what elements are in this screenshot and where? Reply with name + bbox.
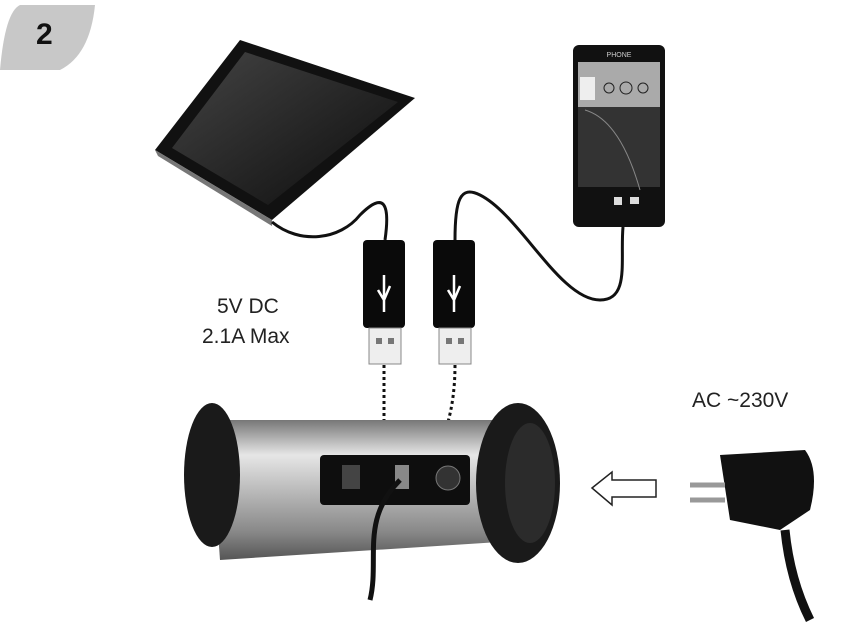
smartphone: PHONE (573, 45, 665, 227)
ac-input-label: AC ~230V (692, 389, 789, 412)
phone-usb-cable (453, 190, 625, 302)
usb-connection-dotted-lines (382, 364, 457, 471)
usb-voltage-label: 5V DC (217, 295, 279, 318)
phone-brand-logo: PHONE (607, 52, 632, 59)
usb-plug-left (363, 240, 405, 365)
arrow-left-icon (590, 470, 657, 507)
tablet (155, 40, 415, 226)
tablet-usb-cable (271, 201, 389, 241)
usb-plug-right (433, 240, 475, 365)
step-number: 2 (36, 18, 53, 51)
ac-plug (690, 450, 815, 623)
step-badge-shape (0, 5, 95, 70)
power-inverter (184, 403, 560, 601)
usb-current-label: 2.1A Max (202, 325, 290, 348)
